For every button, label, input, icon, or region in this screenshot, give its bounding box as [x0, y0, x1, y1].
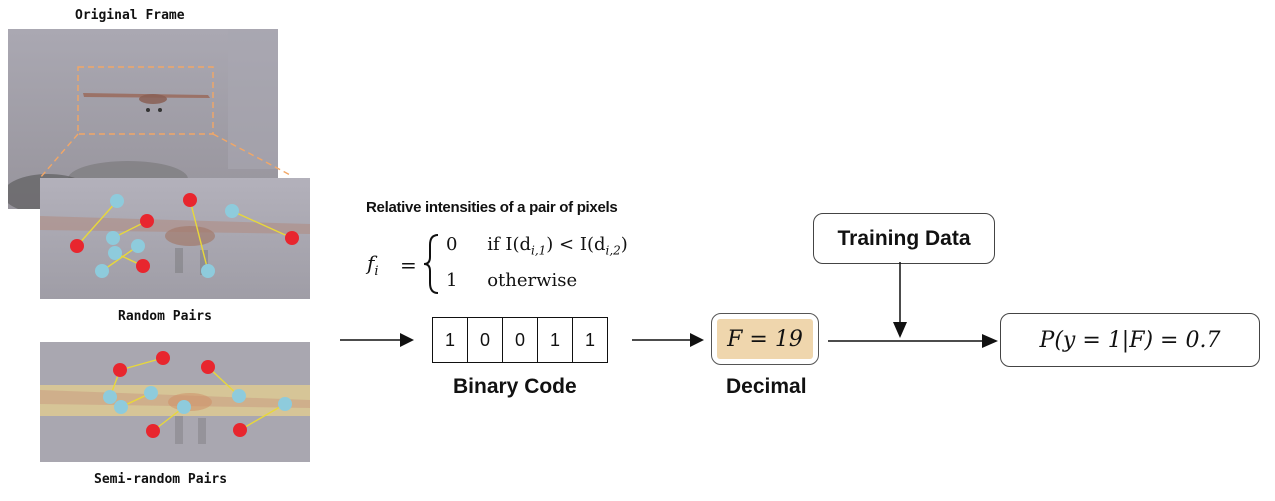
formula-equals: = [400, 253, 417, 277]
probability-box: P(y = 1|F) = 0.7 [1000, 313, 1260, 367]
formula-case1: 0 if I(di,1) < I(di,2) [446, 234, 628, 258]
red-pixel-point [233, 423, 247, 437]
blue-pixel-point [225, 204, 239, 218]
decimal-box: F = 19 [711, 313, 819, 365]
pixel-pair-line [207, 366, 240, 397]
blue-pixel-point [177, 400, 191, 414]
arrow-to-decimal [632, 333, 704, 347]
decimal-label: Decimal [726, 375, 807, 398]
pixel-pair-line [119, 357, 164, 371]
training-data-box: Training Data [813, 213, 995, 264]
blue-pixel-point [106, 231, 120, 245]
binary-digit: 0 [503, 318, 538, 362]
decimal-value: F = 19 [727, 326, 803, 352]
red-pixel-point [70, 239, 84, 253]
binary-digit: 1 [433, 318, 468, 362]
binary-digit: 1 [584, 329, 595, 350]
binary-code-label: Binary Code [453, 375, 577, 398]
blue-pixel-point [110, 194, 124, 208]
blue-pixel-point [144, 386, 158, 400]
red-pixel-point [113, 363, 127, 377]
red-pixel-point [140, 214, 154, 228]
pixel-pair-line [76, 200, 118, 247]
arrow-training-down [893, 262, 907, 338]
blue-pixel-point [232, 389, 246, 403]
red-pixel-point [285, 231, 299, 245]
blue-pixel-point [278, 397, 292, 411]
blue-pixel-point [108, 246, 122, 260]
blue-pixel-point [131, 239, 145, 253]
random-pairs-caption: Random Pairs [118, 309, 212, 324]
blue-pixel-point [114, 400, 128, 414]
arrow-to-binary [340, 333, 414, 347]
red-pixel-point [146, 424, 160, 438]
probability-value: P(y = 1|F) = 0.7 [1039, 327, 1221, 353]
blue-pixel-point [103, 390, 117, 404]
blue-pixel-point [95, 264, 109, 278]
formula-lhs: fi [367, 251, 379, 279]
binary-digit: 0 [468, 318, 503, 362]
relative-intensities-heading: Relative intensities of a pair of pixels [366, 199, 618, 216]
pixel-pair-line [239, 403, 286, 431]
pixel-pair-line [231, 210, 293, 239]
red-pixel-point [156, 351, 170, 365]
binary-digit: 1 [538, 318, 573, 362]
blue-pixel-point [201, 264, 215, 278]
red-pixel-point [183, 193, 197, 207]
pixel-pair-line [101, 245, 139, 272]
training-data-label: Training Data [837, 226, 971, 250]
red-pixel-point [201, 360, 215, 374]
pixel-pair-line [189, 199, 209, 272]
random-pairs-image [40, 178, 310, 299]
zoom-connector [39, 133, 293, 179]
original-frame-title: Original Frame [75, 8, 185, 23]
semi-random-pairs-caption: Semi-random Pairs [94, 472, 228, 487]
arrow-to-probability [828, 334, 998, 348]
formula-case2: 1 otherwise [446, 270, 578, 291]
semi-random-pairs-image [40, 342, 310, 462]
formula-brace [423, 234, 439, 294]
red-pixel-point [136, 259, 150, 273]
